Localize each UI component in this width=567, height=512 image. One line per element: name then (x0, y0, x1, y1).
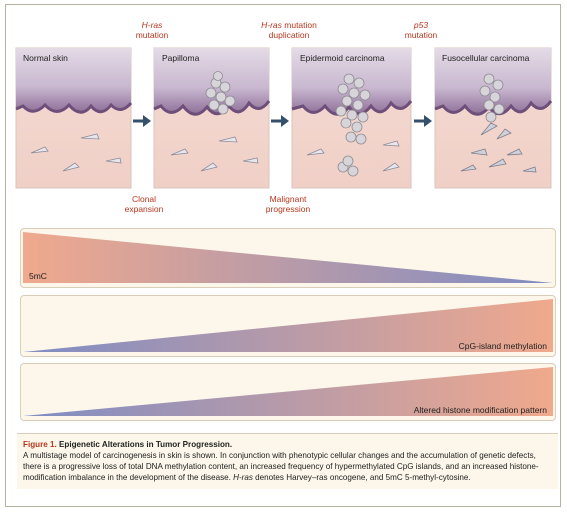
stage-title-epidermoid: Epidermoid carcinoma (300, 53, 385, 63)
caption-figure-label: Figure 1. (23, 440, 57, 449)
gradient-5mc: 5mC (20, 228, 556, 288)
caption-body: A multistage model of carcinogenesis in … (23, 451, 539, 482)
panel-normal-skin (15, 47, 133, 189)
caption-title: Epigenetic Alterations in Tumor Progress… (58, 440, 233, 449)
gradient-label-cpg: CpG-island methylation (458, 341, 547, 351)
gradient-label-5mc: 5mC (29, 271, 47, 281)
panel-epidermoid-carcinoma (291, 47, 413, 189)
gradient-cpg-island-methylation: CpG-island methylation (20, 295, 556, 357)
gradient-histone-modification: Altered histone modification pattern (20, 363, 556, 421)
stage-title-fusocellular: Fusocellular carcinoma (442, 53, 530, 63)
panel-fusocellular-carcinoma (434, 47, 553, 189)
skin-stages-illustration (15, 47, 553, 189)
stage-title-normal-skin: Normal skin (23, 53, 68, 63)
panel-papilloma (153, 47, 271, 189)
stage-title-papilloma: Papilloma (162, 53, 200, 63)
figure-caption: Figure 1. Epigenetic Alterations in Tumo… (17, 433, 558, 489)
gradient-label-histone: Altered histone modification pattern (413, 405, 547, 415)
